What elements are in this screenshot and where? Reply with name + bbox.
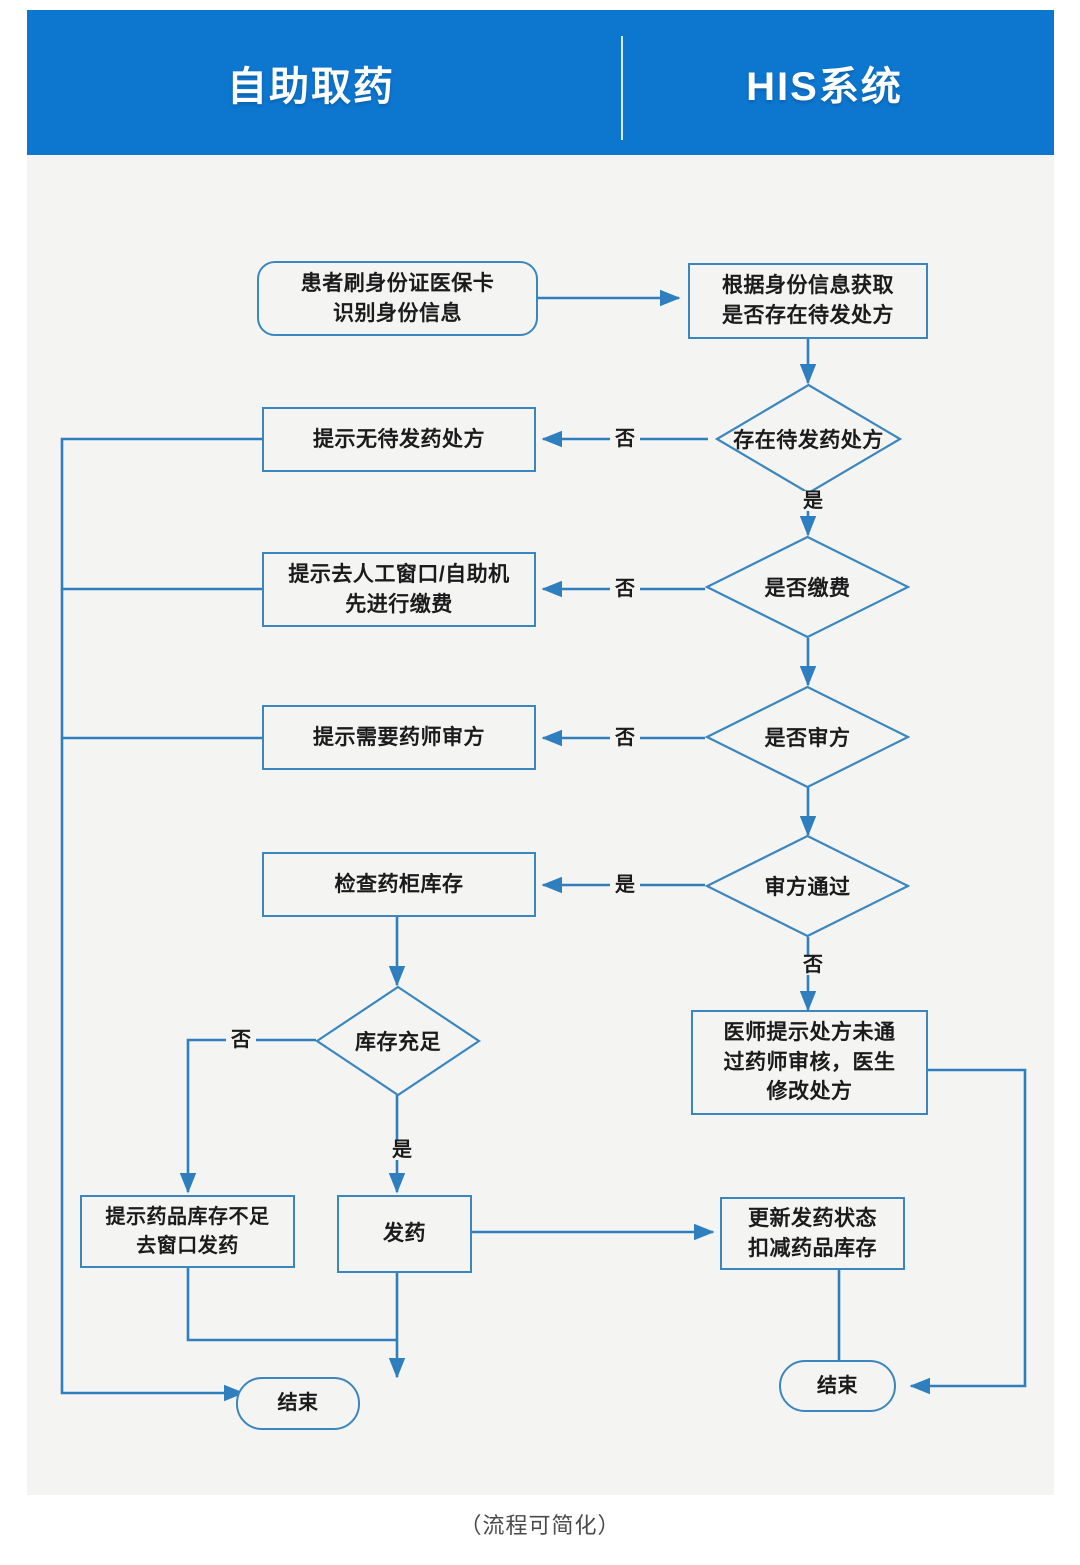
node-update-dispense-status: 更新发药状态 扣减药品库存 xyxy=(720,1197,905,1270)
decision-label: 是否缴费 xyxy=(764,577,851,600)
edge-label-stock-yes: 是 xyxy=(387,1140,417,1160)
node-no-prescription-message: 提示无待发药处方 xyxy=(262,407,536,472)
decision-has-prescription: 存在待发药处方 xyxy=(715,383,902,495)
edge-label-is-reviewed-no: 否 xyxy=(610,728,640,748)
header-title-self-service: 自助取药 xyxy=(227,64,395,109)
flowchart-canvas: 患者刷身份证医保卡 识别身份信息 提示无待发药处方 提示去人工窗口/自助机 先进… xyxy=(27,155,1054,1495)
decision-is-reviewed: 是否审方 xyxy=(705,685,910,789)
node-start: 患者刷身份证医保卡 识别身份信息 xyxy=(257,261,538,336)
decision-label: 是否审方 xyxy=(764,727,851,750)
figure-caption: （流程可简化） xyxy=(459,1513,621,1538)
node-fetch-prescription: 根据身份信息获取 是否存在待发处方 xyxy=(688,263,928,339)
decision-label: 存在待发药处方 xyxy=(733,429,884,452)
header-title-his-system: HIS系统 xyxy=(746,64,903,109)
node-dispense: 发药 xyxy=(337,1195,472,1273)
node-doctor-revise-prescription: 医师提示处方未通 过药师审核，医生 修改处方 xyxy=(691,1010,928,1115)
node-stock-short-message: 提示药品库存不足 去窗口发药 xyxy=(80,1195,295,1268)
node-check-cabinet-stock: 检查药柜库存 xyxy=(262,852,536,917)
edge-label-stock-no: 否 xyxy=(226,1030,256,1050)
decision-label: 审方通过 xyxy=(764,876,851,899)
header-divider xyxy=(621,36,623,140)
decision-review-passed: 审方通过 xyxy=(705,834,910,938)
connector-lines xyxy=(60,289,1027,1402)
node-end-left: 结束 xyxy=(236,1377,360,1430)
decision-stock-sufficient: 库存充足 xyxy=(315,985,481,1097)
node-pharmacist-review-message: 提示需要药师审方 xyxy=(262,705,536,770)
edge-label-review-passed-yes: 是 xyxy=(610,875,640,895)
header-band: 自助取药 HIS系统 xyxy=(27,10,1054,155)
node-end-right: 结束 xyxy=(779,1360,896,1412)
edge-label-is-paid-no: 否 xyxy=(610,579,640,599)
decision-label: 库存充足 xyxy=(355,1031,441,1054)
decision-is-paid: 是否缴费 xyxy=(705,535,910,639)
edge-label-has-rx-no: 否 xyxy=(610,429,640,449)
edge-label-has-rx-yes: 是 xyxy=(798,491,828,511)
node-payment-message: 提示去人工窗口/自助机 先进行缴费 xyxy=(262,552,536,627)
edge-label-review-passed-no: 否 xyxy=(798,955,828,975)
